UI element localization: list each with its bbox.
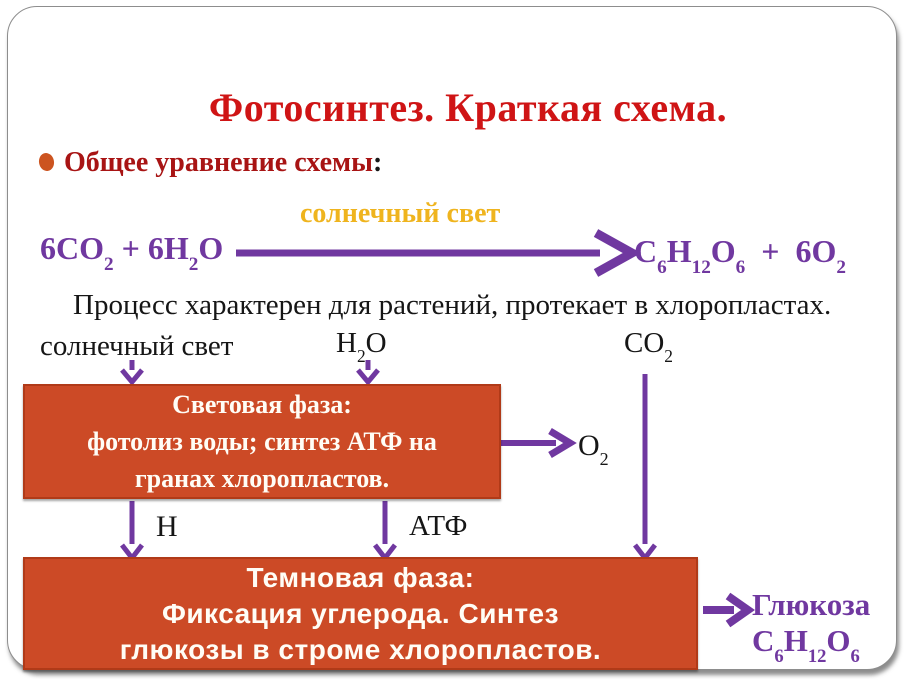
- slide-title: Фотосинтез. Краткая схема.: [208, 85, 728, 130]
- light-phase-line: Световая фаза:: [172, 390, 352, 419]
- dark-phase-line: Фиксация углерода. Синтез: [161, 597, 560, 629]
- dark-phase-box: Темновая фаза: Фиксация углерода. Синтез…: [23, 557, 698, 670]
- section-heading: Общее уравнение схемы:: [64, 147, 382, 179]
- light-phase-line: гранах хлоропластов.: [134, 464, 390, 493]
- section-heading-label: Общее уравнение схемы: [64, 147, 373, 178]
- equation-condition-label: солнечный свет: [300, 198, 501, 229]
- product-name: Глюкоза: [752, 587, 871, 622]
- dark-phase-line: глюкозы в строме хлоропластов.: [119, 633, 602, 665]
- light-phase-line: фотолиз воды; синтез АТФ на: [87, 427, 437, 456]
- section-heading-colon: :: [372, 147, 383, 178]
- input-label-water: H2O: [336, 327, 387, 366]
- product-label-glucose: Глюкоза C6H12O6: [752, 587, 871, 667]
- input-label-co2: CO2: [624, 327, 673, 366]
- light-phase-box: Световая фаза: фотолиз воды; синтез АТФ …: [23, 384, 501, 499]
- intermediate-label-hydrogen: Н: [156, 510, 178, 543]
- equation-reactants: 6CO2 + 6H2O: [40, 230, 224, 275]
- dark-phase-line: Темновая фаза:: [246, 561, 475, 593]
- process-note: Процесс характерен для растений, протека…: [73, 289, 832, 321]
- intermediate-label-atp: АТФ: [409, 510, 468, 542]
- byproduct-label-o2: O2: [578, 429, 609, 470]
- product-formula: C6H12O6: [752, 623, 860, 667]
- input-label-sunlight: солнечный свет: [40, 330, 234, 362]
- equation-products: C6H12O6 + 6O2: [634, 233, 846, 278]
